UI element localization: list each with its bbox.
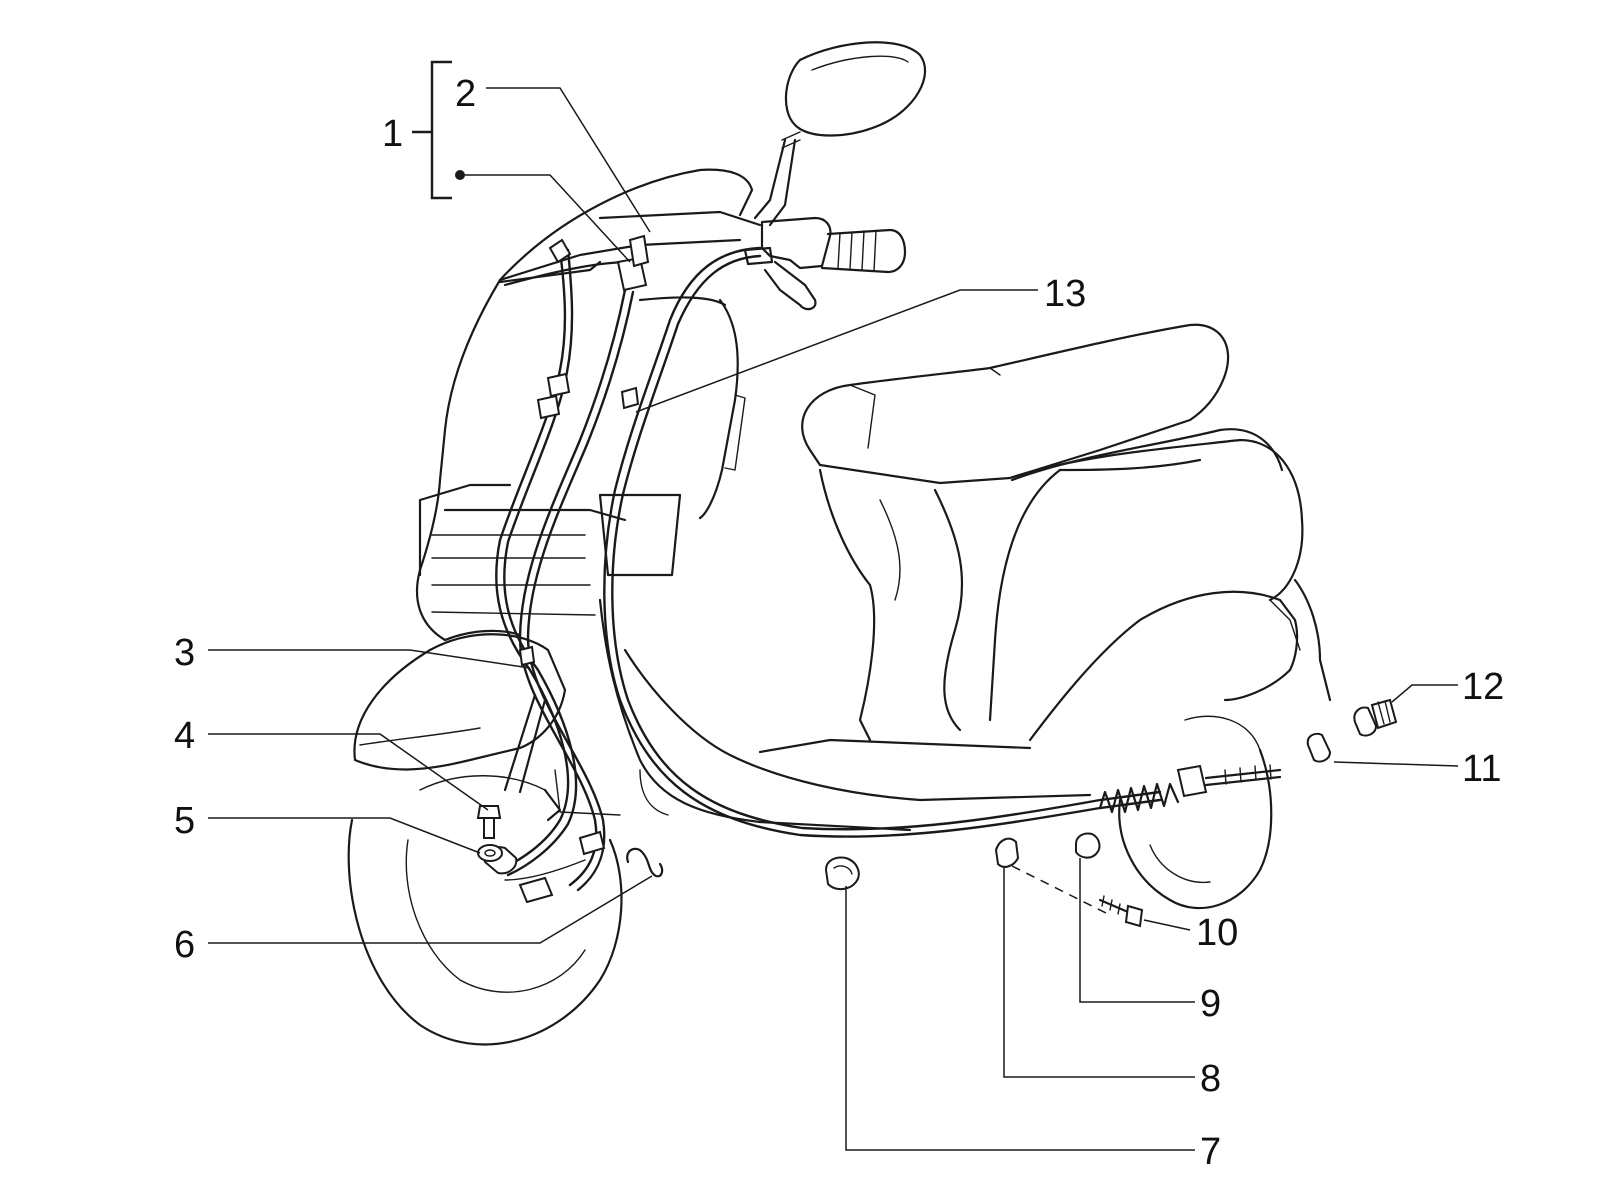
cables xyxy=(483,234,1282,904)
callout-8: 8 xyxy=(1200,1058,1221,1100)
part-bolt-4 xyxy=(476,805,502,839)
callout-3: 3 xyxy=(174,632,195,674)
callout-4: 4 xyxy=(174,715,195,757)
front-fender xyxy=(353,633,567,771)
part-grommet-7 xyxy=(824,856,860,890)
handlebar-assembly xyxy=(743,41,926,311)
callout-6: 6 xyxy=(174,924,195,966)
callout-9: 9 xyxy=(1200,983,1221,1025)
bracket-1 xyxy=(430,60,452,200)
callout-12: 12 xyxy=(1462,666,1504,708)
rear-wheel xyxy=(1118,715,1273,910)
callout-2: 2 xyxy=(455,73,476,115)
body-center xyxy=(818,468,1062,742)
cable-speedometer xyxy=(518,288,627,887)
part-clip-8 xyxy=(994,837,1020,868)
callout-11: 11 xyxy=(1462,748,1501,790)
mirror xyxy=(784,41,926,137)
cable-rear-brake xyxy=(603,246,1162,838)
scooter-line-art xyxy=(347,41,1332,1046)
callout-1: 1 xyxy=(382,113,403,155)
front-leg-shield xyxy=(416,168,762,642)
seat xyxy=(801,323,1284,485)
part-washer-5 xyxy=(477,844,503,862)
rear-cowl xyxy=(1008,438,1332,742)
part-cap-11 xyxy=(1306,732,1332,763)
callout-7: 7 xyxy=(1200,1131,1221,1173)
part-screw-10 xyxy=(1098,895,1144,928)
part-clip-6 xyxy=(626,847,664,878)
callout-10: 10 xyxy=(1196,912,1238,954)
floorboard xyxy=(554,598,1092,832)
part-grommet-9 xyxy=(1075,832,1101,859)
bracket-bullet xyxy=(455,170,465,180)
callout-5: 5 xyxy=(174,800,195,842)
loose-parts xyxy=(476,698,1398,928)
cable-front-brake xyxy=(495,248,570,872)
leader-lines xyxy=(208,60,1459,1151)
part-nut-12 xyxy=(1353,698,1398,737)
callout-13: 13 xyxy=(1044,273,1086,315)
callout-labels: 1 2 3 4 5 6 7 8 9 10 11 12 13 xyxy=(174,73,1504,1173)
front-wheel xyxy=(347,775,623,1046)
